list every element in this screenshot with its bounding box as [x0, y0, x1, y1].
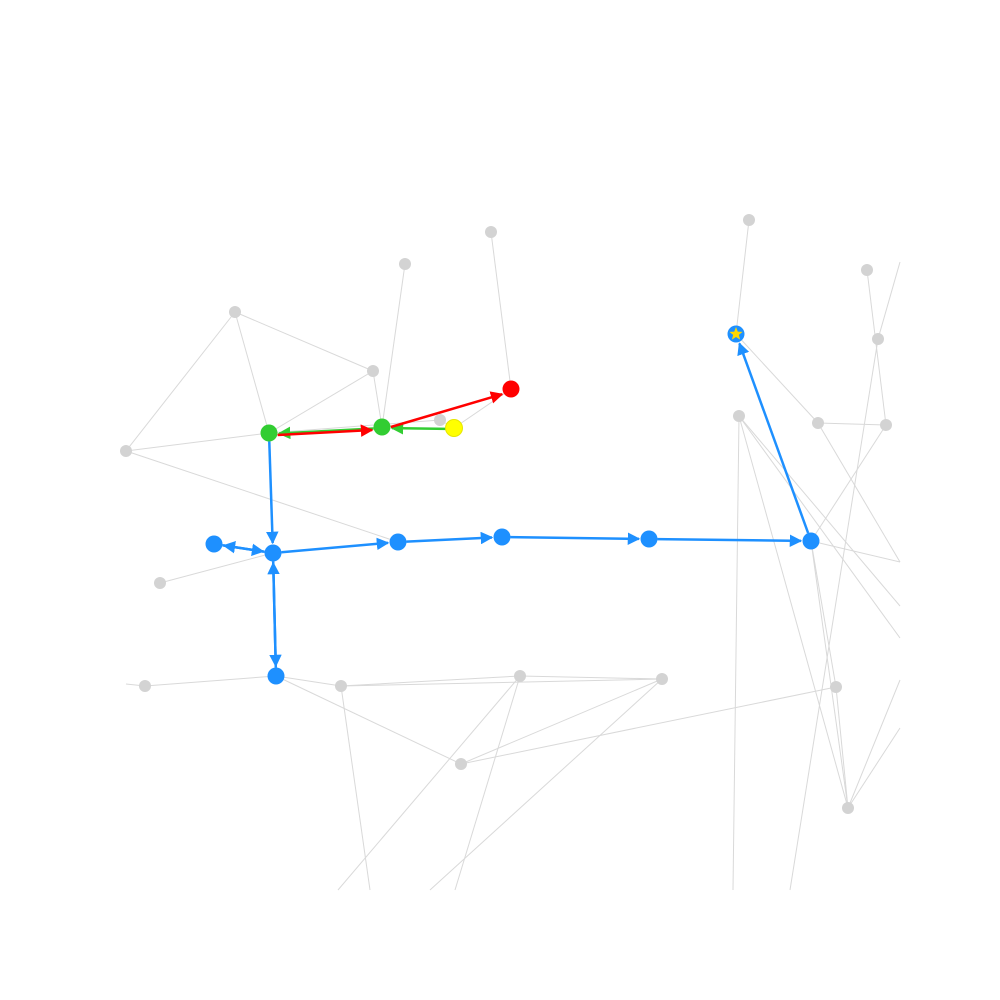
green-path-edge [390, 422, 446, 435]
background-edge [234, 311, 270, 434]
background-node [656, 673, 668, 685]
blue-path-edge [737, 342, 810, 534]
background-node [514, 670, 526, 682]
background-edge [738, 415, 849, 809]
background-edge [340, 675, 521, 687]
blue-path-edge [657, 534, 803, 547]
background-edge [817, 422, 901, 563]
background-edge [381, 263, 406, 428]
background-node [455, 758, 467, 770]
blue-path-edge [222, 543, 265, 556]
background-edges [125, 219, 901, 891]
background-edge [789, 338, 879, 891]
background-edge [125, 311, 236, 452]
background-node [842, 802, 854, 814]
background-edge [735, 219, 750, 335]
background-node [733, 410, 745, 422]
background-node [872, 333, 884, 345]
background-node [743, 214, 755, 226]
star-icon [729, 327, 743, 340]
background-edge [454, 675, 521, 891]
blue-path-edge [267, 561, 280, 668]
green-node [373, 418, 391, 436]
graph-nodes [120, 214, 892, 814]
background-edge [340, 685, 371, 891]
blue-node [389, 533, 407, 551]
path-edges [222, 342, 810, 668]
red-path-edge [390, 391, 504, 429]
blue-path-edge [510, 532, 641, 545]
background-edge [125, 432, 270, 452]
background-node [335, 680, 347, 692]
background-edge [460, 678, 663, 765]
background-edge [847, 727, 901, 809]
blue-node [493, 528, 511, 546]
background-edge [810, 540, 837, 688]
background-edge [275, 675, 342, 687]
background-edge [519, 675, 663, 680]
background-edge [810, 540, 849, 809]
background-edge [125, 450, 399, 543]
red-node [502, 380, 520, 398]
background-edge [810, 424, 887, 542]
background-edge [877, 261, 901, 340]
blue-node [264, 544, 282, 562]
background-node [861, 264, 873, 276]
background-node [434, 414, 446, 426]
background-edge [738, 415, 901, 607]
background-node [830, 681, 842, 693]
background-edge [372, 370, 383, 428]
background-edge [337, 675, 521, 891]
blue-node [267, 667, 285, 685]
background-edge [429, 678, 663, 891]
background-node [812, 417, 824, 429]
background-edge [144, 675, 277, 687]
background-edge [268, 370, 374, 434]
background-node [367, 365, 379, 377]
background-edge [340, 678, 663, 687]
green-node [260, 424, 278, 442]
background-node [880, 419, 892, 431]
background-node [229, 306, 241, 318]
background-edge [735, 333, 819, 424]
background-node [399, 258, 411, 270]
background-edge [460, 686, 837, 765]
background-node [139, 680, 151, 692]
background-node [154, 577, 166, 589]
background-edge [732, 415, 740, 891]
red-path-edge [277, 424, 374, 437]
background-edge [817, 422, 887, 426]
background-edge [847, 679, 901, 809]
background-edge [810, 540, 901, 563]
blue-node [640, 530, 658, 548]
background-edge [738, 415, 901, 639]
background-edge [835, 686, 849, 809]
blue-path-edge [266, 441, 279, 545]
background-edge [453, 388, 512, 429]
background-edge [275, 675, 462, 765]
background-node [120, 445, 132, 457]
background-node [485, 226, 497, 238]
background-edge [159, 552, 274, 584]
blue-node [205, 535, 223, 553]
blue-node [802, 532, 820, 550]
blue-path-edge [281, 537, 390, 554]
background-edge [234, 311, 374, 372]
blue-path-edge [406, 531, 494, 545]
green-path-edge [277, 426, 374, 440]
yellow-start-node [445, 419, 463, 437]
background-edge [490, 231, 512, 390]
